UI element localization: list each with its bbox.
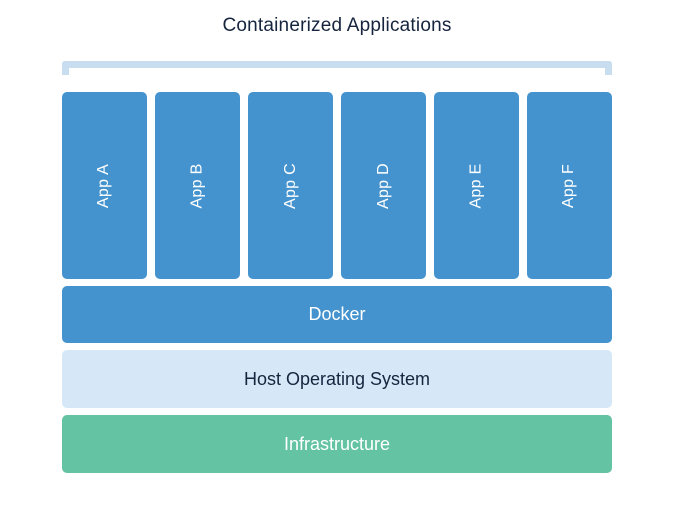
app-box-d: App D bbox=[341, 92, 426, 279]
infrastructure-label: Infrastructure bbox=[283, 433, 391, 454]
apps-row: App A App B App C App D App E App F bbox=[62, 92, 612, 279]
host-os-layer: Host Operating System bbox=[62, 350, 612, 408]
diagram-content: Containerized Applications App A App B A… bbox=[62, 0, 612, 473]
app-box-c: App C bbox=[248, 92, 333, 279]
app-a-label: App A bbox=[95, 163, 113, 208]
app-box-b: App B bbox=[155, 92, 240, 279]
app-box-f: App F bbox=[527, 92, 612, 279]
diagram-title: Containerized Applications bbox=[222, 15, 452, 36]
docker-label: Docker bbox=[308, 304, 366, 324]
app-box-e: App E bbox=[434, 92, 519, 279]
app-d-label: App D bbox=[374, 162, 392, 209]
host-os-label: Host Operating System bbox=[243, 368, 431, 389]
docker-layer: Docker bbox=[62, 286, 612, 343]
app-box-a: App A bbox=[62, 92, 147, 279]
containers-bracket bbox=[62, 61, 612, 75]
app-c-label: App C bbox=[281, 162, 299, 209]
infrastructure-layer: Infrastructure bbox=[62, 415, 612, 473]
app-e-label: App E bbox=[467, 162, 485, 209]
app-f-label: App F bbox=[560, 163, 578, 208]
app-b-label: App B bbox=[188, 162, 206, 209]
